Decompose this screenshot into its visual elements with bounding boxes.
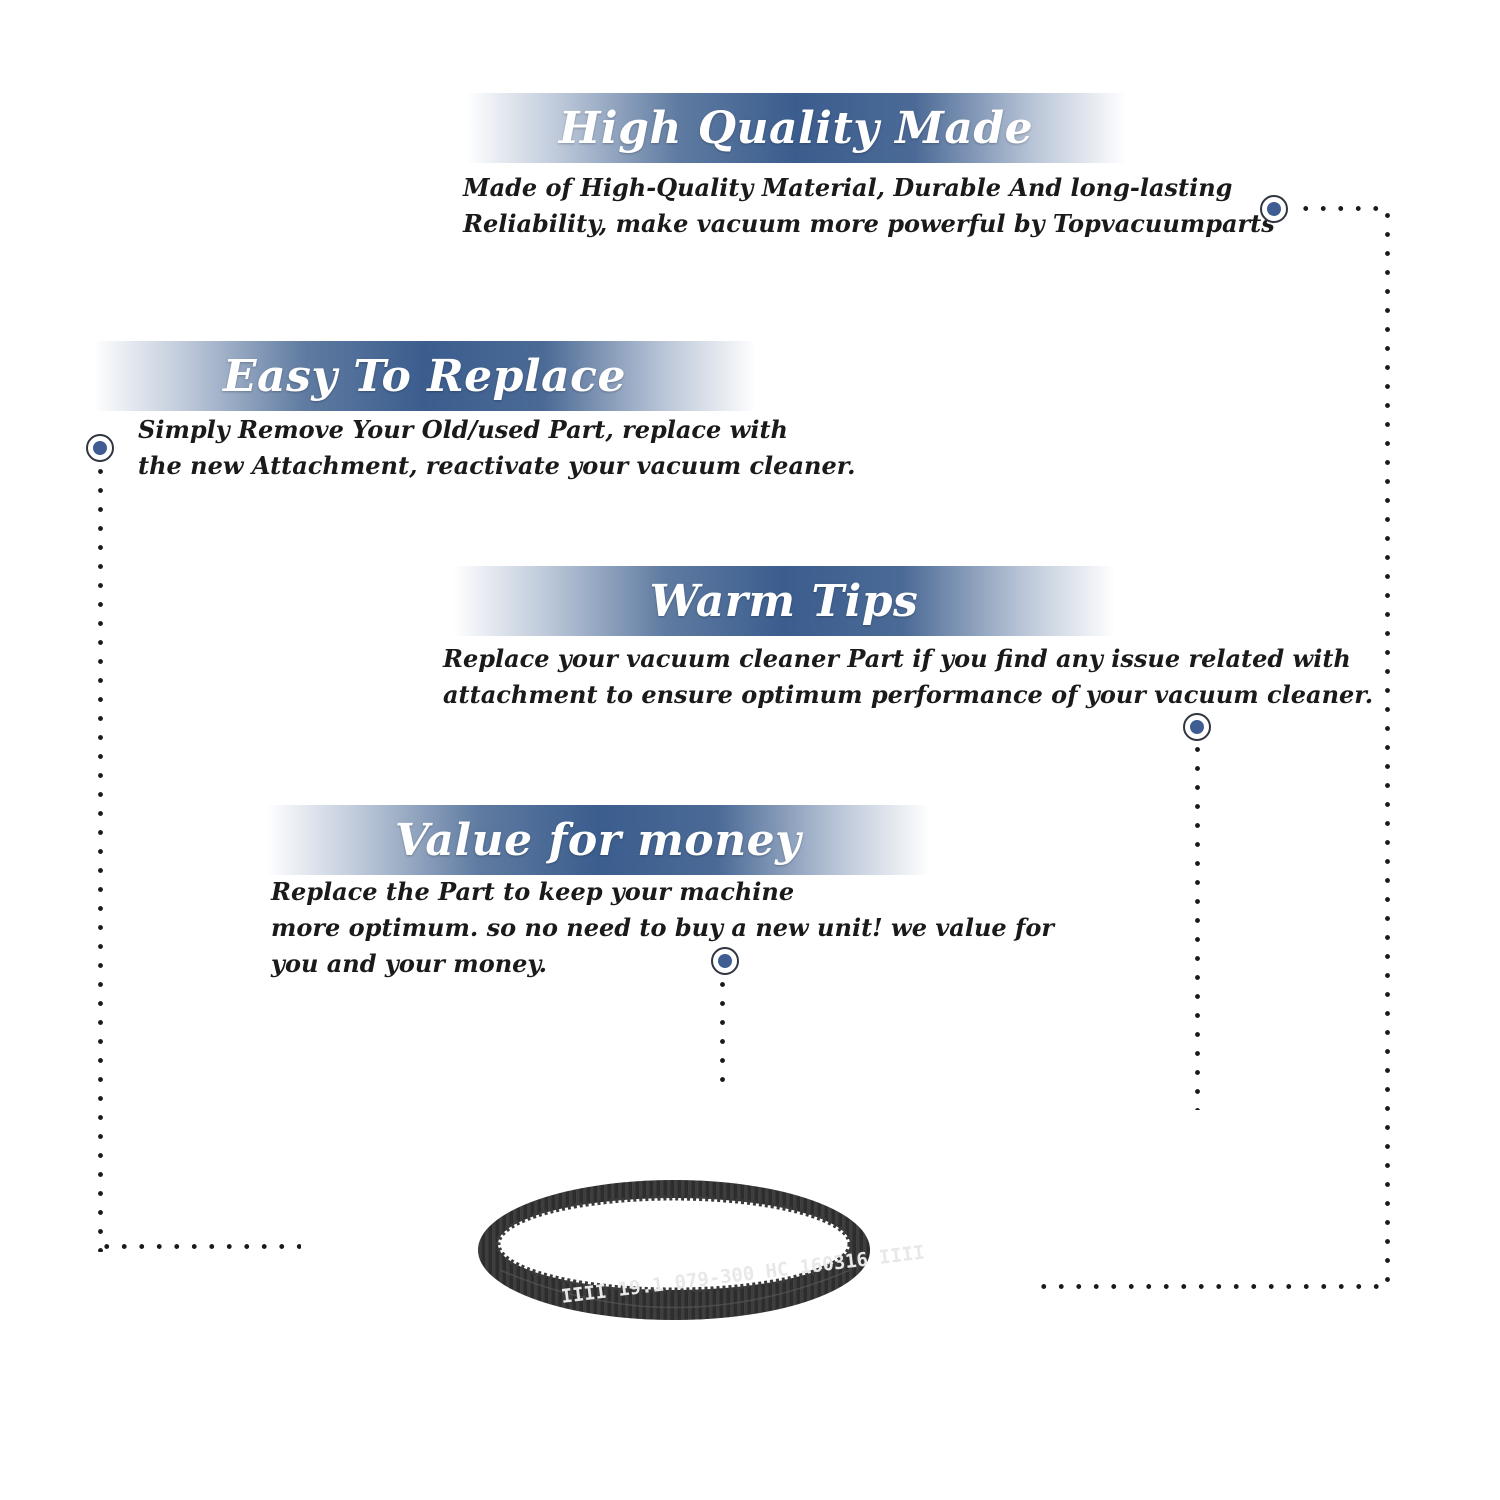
description-line: Replace your vacuum cleaner Part if you … bbox=[443, 644, 1351, 673]
description-line: Made of High-Quality Material, Durable A… bbox=[463, 173, 1233, 202]
banner-value-money: Value for money bbox=[266, 805, 930, 875]
banner-title: Easy To Replace bbox=[223, 350, 626, 402]
description-line: attachment to ensure optimum performance… bbox=[443, 680, 1374, 709]
description-line: Replace the Part to keep your machine bbox=[271, 877, 795, 906]
connector-top-right-horizontal bbox=[1297, 206, 1390, 211]
description-line: you and your money. bbox=[271, 949, 547, 978]
description-easy-replace: Simply Remove Your Old/used Part, replac… bbox=[138, 412, 856, 484]
description-line: Simply Remove Your Old/used Part, replac… bbox=[138, 415, 788, 444]
description-line: Reliability, make vacuum more powerful b… bbox=[463, 209, 1275, 238]
connector-left-vertical bbox=[98, 462, 103, 1252]
connector-value-vertical bbox=[720, 975, 725, 1093]
marker-warm-tips-icon bbox=[1183, 713, 1211, 741]
belt-icon: IIII 19.1 079-300 HC 160316 IIII bbox=[478, 1180, 926, 1320]
banner-title: High Quality Made bbox=[558, 102, 1034, 154]
connector-bottom-left-horizontal bbox=[98, 1244, 301, 1249]
description-line: more optimum. so no need to buy a new un… bbox=[271, 913, 1054, 942]
banner-title: Warm Tips bbox=[649, 575, 919, 627]
description-line: the new Attachment, reactivate your vacu… bbox=[138, 451, 856, 480]
connector-right-vertical bbox=[1385, 206, 1390, 1292]
connector-bottom-right-horizontal bbox=[1035, 1284, 1390, 1289]
marker-high-quality-icon bbox=[1260, 195, 1288, 223]
description-value-money: Replace the Part to keep your machine mo… bbox=[271, 874, 1054, 982]
banner-easy-replace: Easy To Replace bbox=[93, 341, 756, 411]
description-warm-tips: Replace your vacuum cleaner Part if you … bbox=[443, 641, 1373, 713]
banner-high-quality: High Quality Made bbox=[466, 93, 1126, 163]
vacuum-belt-image: IIII 19.1 079-300 HC 160316 IIII bbox=[470, 1170, 926, 1330]
marker-value-money-icon bbox=[711, 947, 739, 975]
banner-warm-tips: Warm Tips bbox=[453, 566, 1115, 636]
connector-tips-vertical bbox=[1195, 740, 1200, 1110]
description-high-quality: Made of High-Quality Material, Durable A… bbox=[463, 170, 1275, 242]
marker-easy-replace-icon bbox=[86, 434, 114, 462]
banner-title: Value for money bbox=[394, 814, 802, 866]
